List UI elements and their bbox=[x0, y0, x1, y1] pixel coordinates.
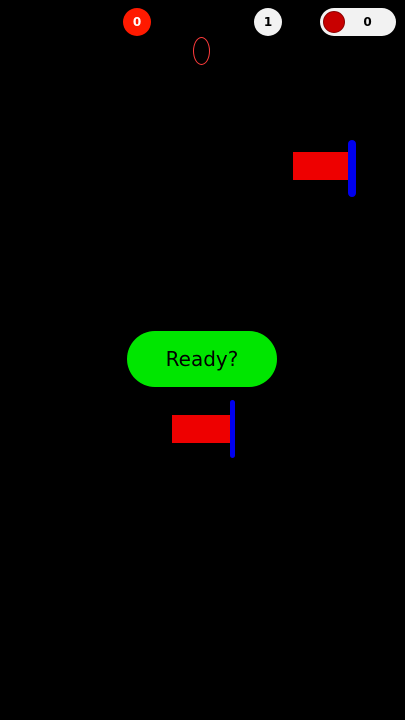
coin-counter: 0 bbox=[320, 8, 396, 36]
ready-button[interactable]: Ready? bbox=[127, 331, 277, 387]
level-counter-badge: 1 bbox=[254, 8, 282, 36]
lives-counter-value: 0 bbox=[132, 15, 142, 29]
cannon-bottom bbox=[170, 398, 240, 460]
lives-counter-badge: 0 bbox=[123, 8, 151, 36]
coin-icon bbox=[323, 11, 345, 33]
level-counter-value: 1 bbox=[263, 15, 273, 29]
cannon-bottom-rim bbox=[230, 400, 235, 458]
cannon-top bbox=[291, 139, 363, 199]
cannon-bottom-barrel bbox=[172, 415, 230, 443]
cannon-top-barrel bbox=[293, 152, 353, 180]
cannon-top-rim bbox=[348, 140, 356, 197]
ball-icon bbox=[193, 37, 210, 65]
coin-counter-value: 0 bbox=[363, 15, 372, 29]
